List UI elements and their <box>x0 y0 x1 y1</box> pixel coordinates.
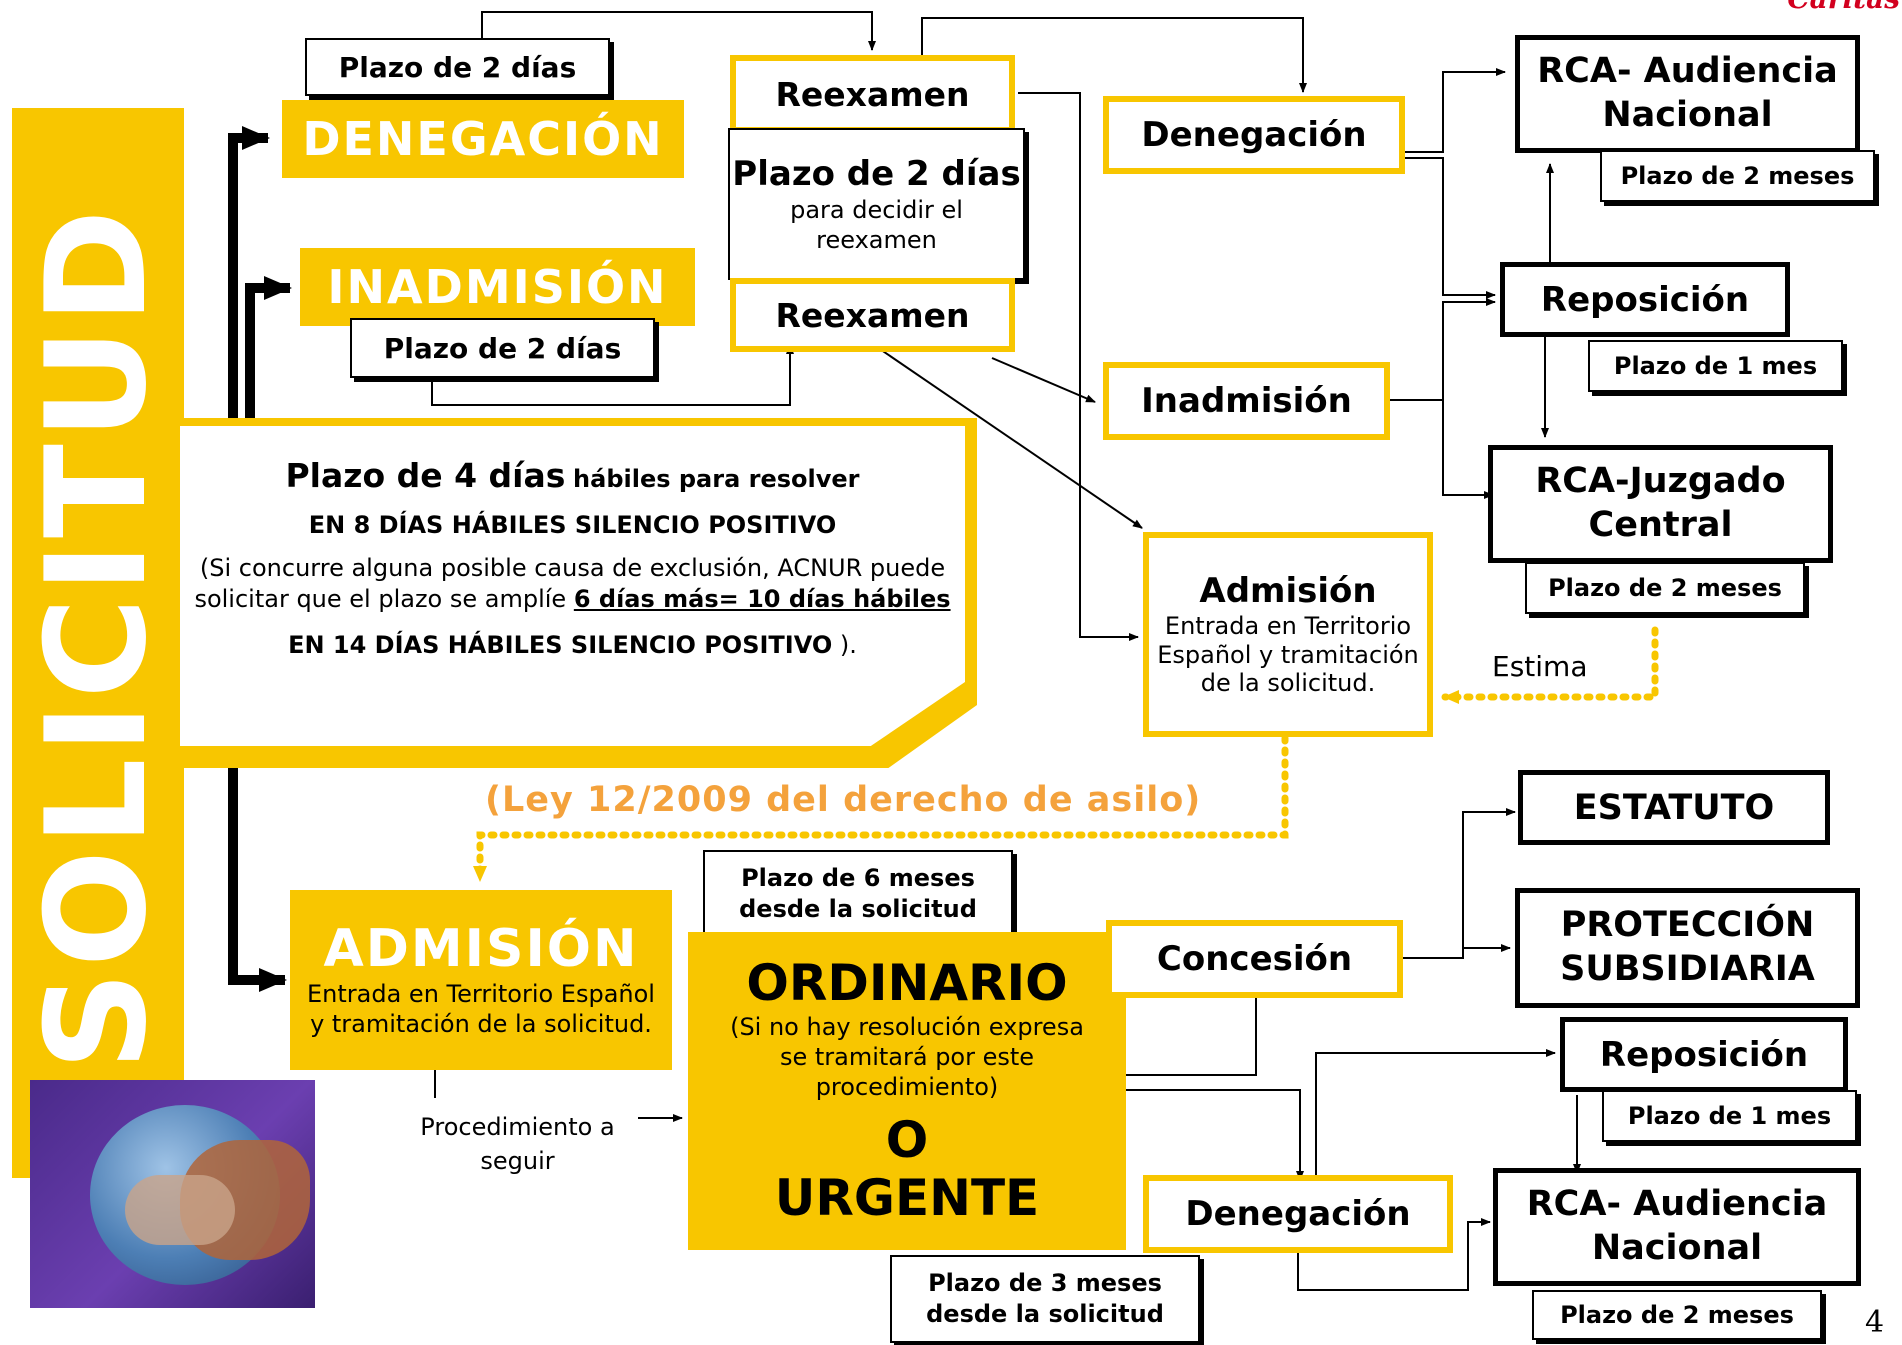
brand-logo-text: Caritas <box>1760 0 1900 15</box>
admision-right-title: Admisión <box>1199 570 1377 611</box>
plazo-2-dias-text-a: Plazo de 2 días <box>305 38 610 96</box>
main-line-1: Plazo de 4 días hábiles para resolver <box>180 456 965 495</box>
solicitud-branches <box>228 126 292 992</box>
procedimiento-label: Procedimiento a seguir <box>420 1113 615 1175</box>
main-line-2: EN 8 DÍAS HÁBILES SILENCIO POSITIVO <box>308 511 837 539</box>
ordinario-o: O <box>885 1111 929 1169</box>
main-plazo-4-dias-content: Plazo de 4 días hábiles para resolver EN… <box>180 426 965 746</box>
admision-right-box: Admisión Entrada en Territorio Español y… <box>1143 532 1433 737</box>
main-line-1-bold: Plazo de 4 días <box>285 456 566 495</box>
ordinario-title: ORDINARIO <box>746 953 1068 1012</box>
rca-audiencia-nacional-top: RCA- Audiencia Nacional <box>1515 35 1860 153</box>
concesion-box: Concesión <box>1106 920 1403 998</box>
hands-globe-photo <box>30 1080 315 1308</box>
main-line-1-rest: hábiles para resolver <box>573 465 860 493</box>
inadmision-right-box: Inadmisión <box>1103 362 1390 440</box>
rca-juzgado-central-box: RCA-Juzgado Central <box>1488 445 1833 563</box>
denegacion-right-box: Denegación <box>1103 96 1405 174</box>
main-line-4: EN 14 DÍAS HÁBILES SILENCIO POSITIVO ). <box>180 631 965 659</box>
admision-main-body: Entrada en Territorio Español y tramitac… <box>307 979 655 1038</box>
page-number: 4 <box>1865 1305 1885 1340</box>
estatuto-box: ESTATUTO <box>1518 770 1830 845</box>
main-line-4-rest: ). <box>839 631 857 660</box>
main-line-3-underlined: 6 días más= 10 días hábiles <box>573 585 951 614</box>
admision-right-body: Entrada en Territorio Español y tramitac… <box>1157 611 1419 698</box>
solicitud-bar: SOLICITUD <box>12 108 184 1178</box>
plazo-2-meses-note-c: Plazo de 2 meses <box>1532 1290 1822 1340</box>
reexamen-top-box: Reexamen <box>730 55 1015 133</box>
ordinario-body: (Si no hay resolución expresa se tramita… <box>730 1013 1084 1101</box>
plazo-1-mes-note-a: Plazo de 1 mes <box>1588 340 1843 392</box>
urgente-title: URGENTE <box>774 1169 1040 1227</box>
plazo-2-dias-note-b: Plazo de 2 días <box>350 318 655 378</box>
main-line-3-text: (Si concurre alguna posible causa de exc… <box>194 554 946 614</box>
ley-label: (Ley 12/2009 del derecho de asilo) <box>485 780 1202 820</box>
reposicion-bottom-box: Reposición <box>1560 1017 1848 1092</box>
denegacion-main-box: DENEGACIÓN <box>282 100 684 178</box>
plazo-6-meses-note: Plazo de 6 meses desde la solicitud <box>703 850 1013 938</box>
plazo-2-dias-note-a: Plazo de 2 días <box>305 38 615 100</box>
reposicion-top-box: Reposición <box>1500 262 1790 337</box>
inadmision-main-box: INADMISIÓN <box>300 248 695 326</box>
admision-main-title: ADMISIÓN <box>323 919 639 980</box>
estima-label: Estima <box>1492 650 1588 683</box>
reexamen-note-bold: Plazo de 2 días <box>732 153 1021 194</box>
admision-main-box: ADMISIÓN Entrada en Territorio Español y… <box>290 890 672 1070</box>
reexamen-bottom-box: Reexamen <box>730 278 1015 352</box>
reexamen-note-rest: para decidir el reexamen <box>790 196 963 255</box>
hand-shape-2 <box>125 1175 235 1245</box>
main-line-4-bold: EN 14 DÍAS HÁBILES SILENCIO POSITIVO <box>288 631 833 660</box>
plazo-2-meses-note-b: Plazo de 2 meses <box>1525 562 1805 614</box>
rca-audiencia-nacional-bottom: RCA- Audiencia Nacional <box>1493 1168 1861 1286</box>
main-line-3: (Si concurre alguna posible causa de exc… <box>180 553 965 615</box>
proteccion-subsidiaria-box: PROTECCIÓN SUBSIDIARIA <box>1515 888 1860 1008</box>
plazo-3-meses-note: Plazo de 3 meses desde la solicitud <box>890 1255 1200 1343</box>
plazo-1-mes-note-b: Plazo de 1 mes <box>1602 1090 1857 1142</box>
solicitud-label: SOLICITUD <box>16 205 177 1071</box>
ordinario-urgente-box: ORDINARIO (Si no hay resolución expresa … <box>688 932 1126 1250</box>
reexamen-note: Plazo de 2 días para decidir el reexamen <box>728 128 1025 280</box>
plazo-2-meses-note-a: Plazo de 2 meses <box>1600 150 1875 202</box>
denegacion-bottom-box: Denegación <box>1143 1175 1453 1253</box>
